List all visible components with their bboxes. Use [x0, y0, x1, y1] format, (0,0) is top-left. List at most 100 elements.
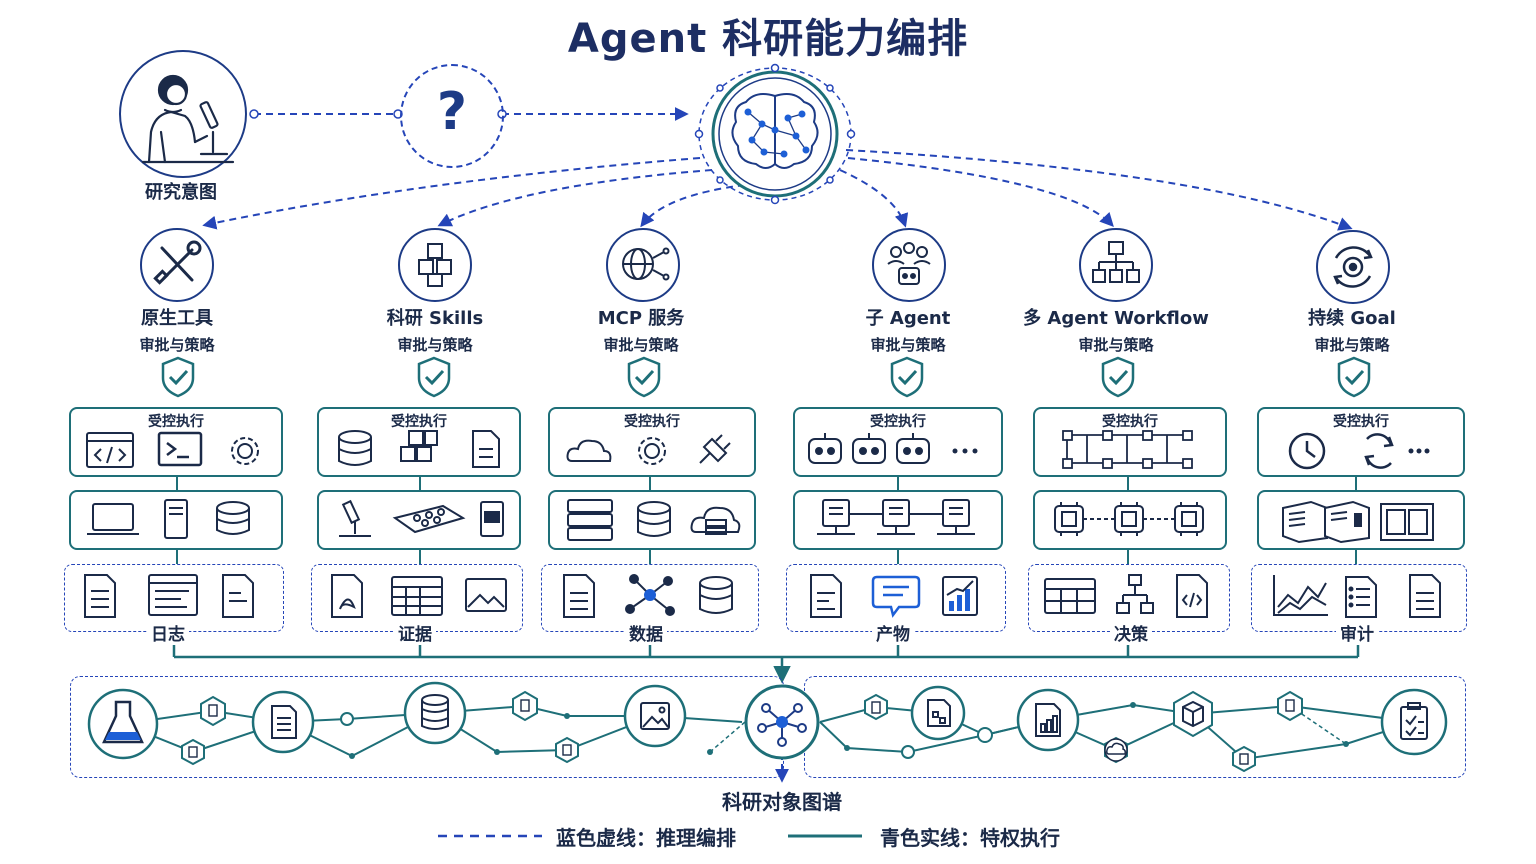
workflow-grid-icon — [1062, 430, 1193, 469]
message-icon — [871, 575, 921, 618]
shield-check-icon — [417, 356, 451, 398]
document-icon — [810, 574, 842, 618]
pdf-icon — [331, 574, 363, 618]
shield-check-icon — [161, 356, 195, 398]
gear-icon — [638, 437, 666, 465]
well-plate-icon — [392, 504, 466, 534]
sub-agent-node — [872, 228, 946, 302]
refresh-icon — [1364, 433, 1394, 469]
shield-check-icon — [1101, 356, 1135, 398]
bar-chart-icon — [942, 576, 978, 616]
cloud-server-icon — [690, 506, 741, 533]
shield-check-icon — [890, 356, 924, 398]
exec-icons — [338, 430, 500, 468]
output-label: 产物 — [872, 620, 914, 645]
column-policy: 审批与策略 — [1078, 336, 1154, 354]
question-node: ? — [400, 64, 504, 168]
output-label: 数据 — [625, 620, 667, 645]
legend-dashed-swatch — [438, 834, 542, 838]
robot-icon — [896, 433, 930, 464]
checklist-icon — [1345, 576, 1377, 618]
exec-icons — [1288, 432, 1430, 470]
resource-icons — [567, 499, 741, 541]
box-icon — [1182, 700, 1204, 728]
controlled-exec-label: 受控执行 — [870, 414, 926, 430]
researcher-avatar — [119, 50, 247, 178]
more-icon — [952, 448, 978, 454]
database-icon — [421, 694, 449, 730]
resource-box — [1257, 490, 1465, 550]
server-tower-icon — [164, 499, 188, 539]
controlled-exec-label: 受控执行 — [391, 414, 447, 430]
controlled-exec-box: 受控执行 — [317, 407, 521, 477]
question-mark-icon: ? — [436, 82, 468, 142]
database-icon — [216, 501, 250, 535]
code-window-icon — [86, 432, 134, 468]
decision-tree-icon — [1116, 574, 1154, 614]
resource-box — [317, 490, 521, 550]
controlled-exec-box: 受控执行 — [793, 407, 1003, 477]
controlled-exec-box: 受控执行 — [548, 407, 756, 477]
resource-box — [548, 490, 756, 550]
controlled-exec-label: 受控执行 — [148, 414, 204, 430]
controlled-exec-box: 受控执行 — [69, 407, 283, 477]
column-name: MCP 服务 — [597, 308, 685, 329]
resource-box — [69, 490, 283, 550]
scientist-microscope-icon — [141, 74, 235, 164]
document-icon — [563, 574, 595, 618]
plug-icon — [699, 434, 731, 464]
column-name: 原生工具 — [141, 308, 213, 329]
cloud-icon — [1104, 738, 1128, 762]
output-icons — [84, 574, 254, 618]
output-label: 证据 — [394, 620, 436, 645]
resource-icons — [87, 499, 250, 539]
document-icon — [84, 574, 116, 618]
legend-dashed-label: 蓝色虚线：推理编排 — [556, 826, 736, 850]
resource-icons — [817, 499, 975, 535]
log-window-icon — [148, 574, 198, 616]
shield-check-icon — [1337, 356, 1371, 398]
column-policy: 审批与策略 — [397, 336, 473, 354]
exec-icons — [808, 433, 978, 464]
cubes-icon — [418, 243, 452, 287]
document-icon — [271, 705, 297, 739]
database-icon — [637, 501, 671, 537]
target-cycle-icon — [1333, 246, 1373, 288]
workflow-node — [1079, 228, 1153, 302]
document-icon — [472, 430, 500, 468]
output-box — [786, 564, 1006, 632]
network-graph-icon — [625, 574, 675, 616]
controlled-exec-label: 受控执行 — [1333, 414, 1389, 430]
document-icon — [1409, 574, 1441, 618]
database-icon — [699, 576, 733, 614]
wrench-screwdriver-icon — [153, 240, 202, 285]
terminal-icon — [157, 431, 203, 467]
cloud-icon — [566, 439, 612, 462]
network-hub-icon — [757, 703, 807, 747]
flask-icon — [102, 700, 144, 744]
resource-box — [1033, 490, 1227, 550]
report-icon — [222, 574, 254, 618]
table-icon — [1044, 578, 1096, 614]
brain-icon — [694, 63, 856, 205]
controlled-exec-box: 受控执行 — [1033, 407, 1227, 477]
database-icon — [338, 430, 372, 466]
resource-icons — [1054, 502, 1204, 536]
controlled-exec-box: 受控执行 — [1257, 407, 1465, 477]
controlled-exec-label: 受控执行 — [1102, 414, 1158, 430]
column-policy: 审批与策略 — [603, 336, 679, 354]
robot-icon — [808, 433, 842, 464]
code-file-icon — [1176, 574, 1208, 618]
chip-icon — [1174, 505, 1204, 533]
column-policy: 审批与策略 — [1314, 336, 1390, 354]
graph-label: 科研对象图谱 — [722, 790, 842, 814]
microscope-icon — [339, 499, 371, 537]
column-policy: 审批与策略 — [870, 336, 946, 354]
cubes-icon — [400, 430, 438, 462]
output-icons — [810, 574, 978, 618]
server-rack-icon — [567, 499, 613, 541]
exec-icons — [86, 431, 259, 468]
clock-icon — [1288, 432, 1326, 470]
server-cluster-icon — [1282, 500, 1434, 544]
page-title: Agent 科研能力编排 — [567, 16, 969, 62]
